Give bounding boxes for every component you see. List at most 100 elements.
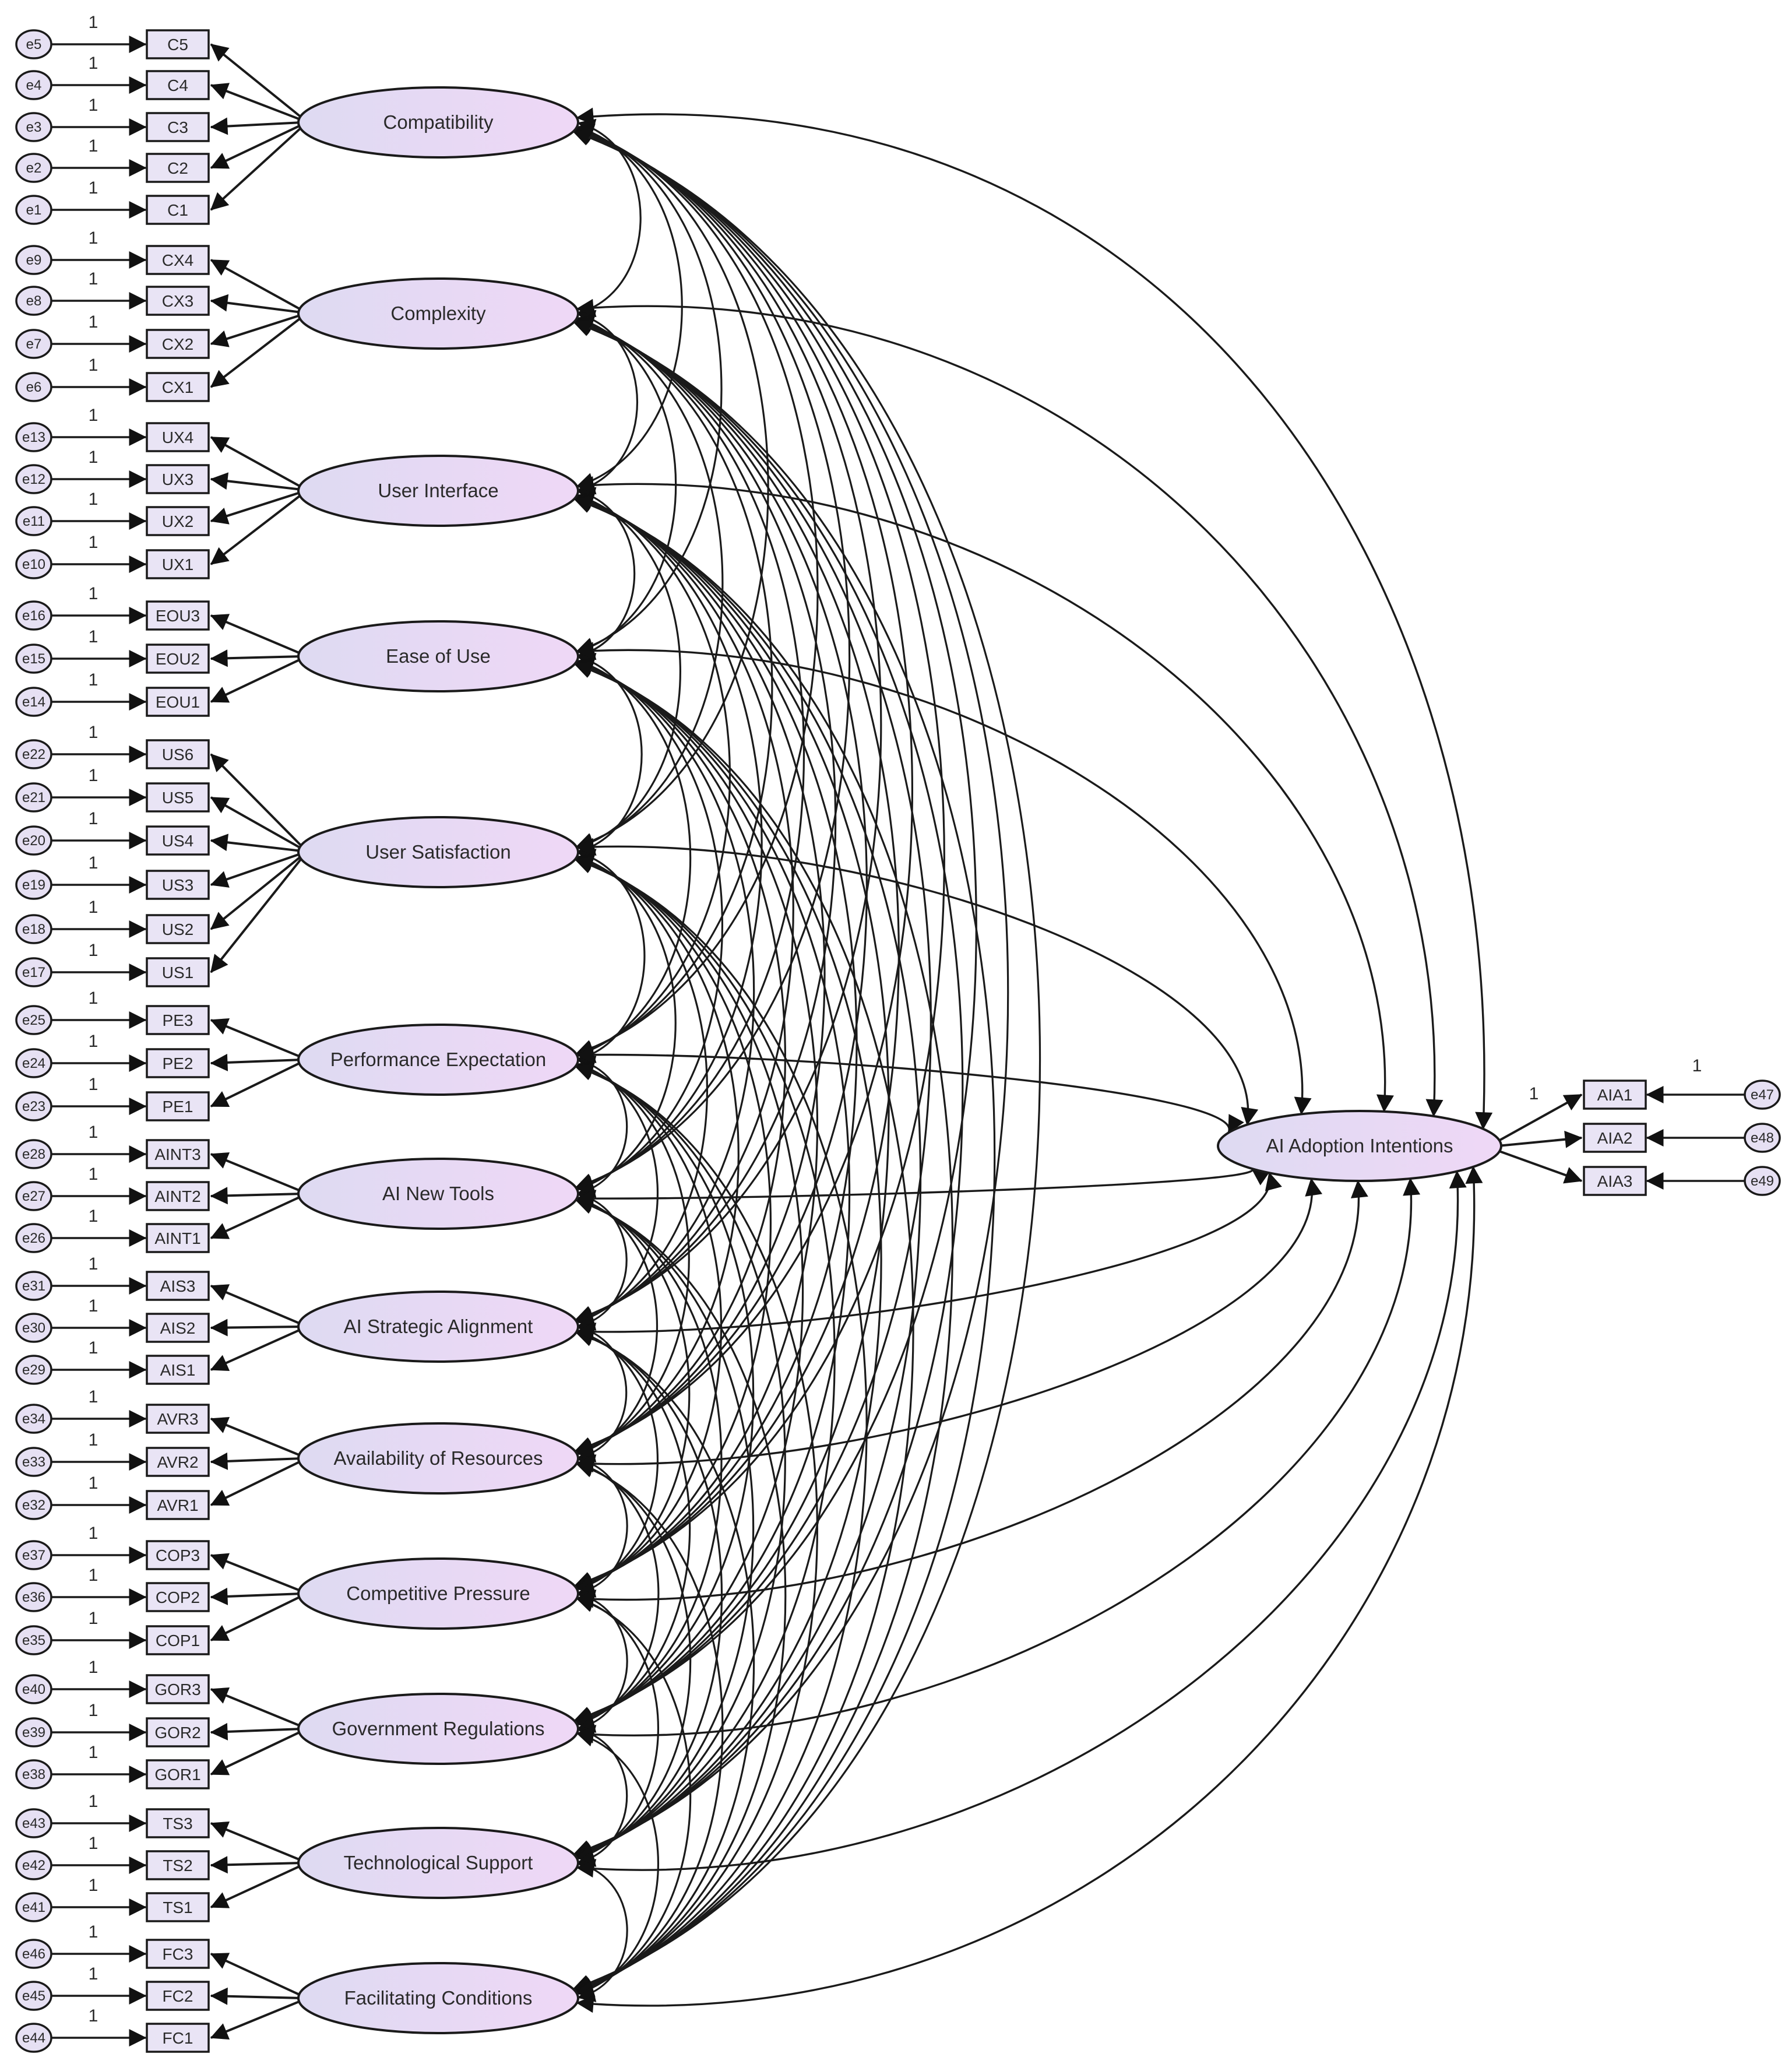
loading-arrow-gor2	[210, 1722, 302, 1740]
error-ellipse-e41	[15, 1892, 52, 1922]
indicator-label-us5: US5	[162, 789, 193, 807]
indicator-box-ts1	[146, 1892, 210, 1922]
indicator-label-aia2: AIA2	[1597, 1129, 1633, 1147]
fixed-loading-label: 1	[89, 1524, 98, 1543]
indicator-label-cop2: COP2	[156, 1588, 200, 1606]
indicator-box-ux1	[146, 549, 210, 579]
error-label-e47: e47	[1751, 1087, 1774, 1103]
correlation-arc-compatibility-ai-strategic-alignment	[575, 126, 882, 1323]
measurement-model: C5e51C4e41C3e31C2e21C1e11CompatibilityCX…	[15, 13, 1781, 2053]
loading-arrow-c4	[210, 83, 302, 121]
fixed-loading-label: 1	[89, 1743, 98, 1762]
error-label-e43: e43	[22, 1816, 45, 1831]
indicator-label-c4: C4	[167, 76, 188, 94]
fixed-loading-label: 1	[89, 1254, 98, 1274]
error-ellipse-e28	[15, 1139, 52, 1169]
latent-ellipse-government-regulations	[297, 1693, 579, 1765]
error-label-e39: e39	[22, 1725, 45, 1740]
loading-arrow-aia2	[1497, 1130, 1583, 1148]
latent-label-ease-of-use: Ease of Use	[386, 645, 491, 667]
indicator-label-ais1: AIS1	[160, 1361, 196, 1379]
loading-arrow-eou3	[210, 614, 302, 655]
error-ellipse-e40	[15, 1674, 52, 1704]
indicator-label-gor3: GOR3	[154, 1680, 200, 1699]
latent-ellipse-facilitating-conditions	[297, 1962, 579, 2034]
fixed-loading-label: 1	[89, 178, 98, 198]
error-label-e19: e19	[22, 877, 45, 893]
error-ellipse-e13	[15, 422, 52, 452]
loading-arrow-pe3	[210, 1018, 302, 1059]
error-label-e49: e49	[1751, 1173, 1774, 1189]
latent-ellipse-ease-of-use	[297, 620, 579, 692]
fixed-loading-label: 1	[89, 1296, 98, 1316]
indicator-box-ts3	[146, 1808, 210, 1838]
error-ellipse-e34	[15, 1404, 52, 1434]
fixed-loading-label: 1	[89, 312, 98, 332]
latent-ellipse-performance-expectation	[297, 1024, 579, 1096]
loading-arrow-aint1	[210, 1195, 302, 1239]
indicator-label-avr3: AVR3	[157, 1410, 198, 1428]
indicator-box-us2	[146, 914, 210, 944]
correlation-arc-user-interface-ease-of-use	[577, 487, 636, 660]
fixed-loading-label: 1	[89, 448, 98, 467]
indicator-label-cx4: CX4	[162, 251, 193, 269]
indicator-box-cx1	[146, 372, 210, 402]
loading-arrow-c1	[210, 126, 303, 211]
indicator-label-cx3: CX3	[162, 292, 193, 310]
fixed-loading-label: 1	[89, 584, 98, 603]
path-government-regulations-to-outcome	[576, 1177, 1421, 1743]
error-ellipse-e7	[15, 329, 52, 359]
fixed-loading-label: 1	[89, 1658, 98, 1677]
correlation-arc-competitive-pressure-government-regulations	[577, 1590, 628, 1733]
regression-paths	[576, 107, 1493, 2013]
path-technological-support-to-outcome	[576, 1170, 1467, 1878]
error-ellipse-e36	[15, 1582, 52, 1612]
indicator-label-pe2: PE2	[163, 1054, 193, 1073]
fixed-loading-label: 1	[89, 941, 98, 960]
fixed-loading-label: 1	[1692, 1056, 1702, 1075]
error-ellipse-e48	[1744, 1123, 1781, 1153]
fixed-loading-label: 1	[89, 1123, 98, 1142]
indicator-box-c5	[146, 29, 210, 59]
error-ellipse-e11	[15, 506, 52, 536]
error-ellipse-e37	[15, 1540, 52, 1570]
fixed-loading-label: 1	[89, 228, 98, 248]
indicator-label-us3: US3	[162, 876, 193, 894]
latent-ellipse-competitive-pressure	[297, 1557, 579, 1630]
error-label-e10: e10	[22, 557, 45, 572]
error-label-e15: e15	[22, 651, 45, 667]
indicator-label-ux2: UX2	[162, 512, 193, 530]
indicator-label-c3: C3	[167, 118, 188, 136]
indicator-box-pe3	[146, 1005, 210, 1035]
indicator-label-cop3: COP3	[156, 1546, 200, 1564]
loading-arrow-us6	[210, 753, 303, 848]
indicator-label-eou1: EOU1	[156, 693, 200, 711]
correlation-arc-user-satisfaction-competitive-pressure	[575, 855, 772, 1591]
indicator-box-c3	[146, 112, 210, 142]
error-ellipse-e9	[15, 245, 52, 275]
path-performance-expectation-to-outcome	[576, 1046, 1244, 1134]
correlation-arc-user-interface-facilitating-conditions	[573, 496, 954, 1993]
indicator-box-pe2	[146, 1048, 210, 1078]
indicator-box-aia3	[1583, 1166, 1647, 1196]
loading-arrow-us5	[210, 796, 302, 850]
correlation-arc-user-satisfaction-performance-expectation	[577, 849, 646, 1063]
fixed-loading-label: 1	[89, 13, 98, 32]
error-label-e17: e17	[22, 965, 45, 980]
error-ellipse-e31	[15, 1271, 52, 1301]
error-label-e36: e36	[22, 1590, 45, 1605]
indicator-box-cop2	[146, 1582, 210, 1612]
indicator-box-aia2	[1583, 1123, 1647, 1153]
indicator-box-cop3	[146, 1540, 210, 1570]
loading-arrow-avr1	[210, 1460, 302, 1506]
indicator-label-aia3: AIA3	[1597, 1172, 1633, 1190]
indicator-label-fc2: FC2	[163, 1987, 193, 2005]
error-ellipse-e14	[15, 687, 52, 717]
indicator-label-aint1: AINT1	[154, 1229, 200, 1247]
error-label-e46: e46	[22, 1946, 45, 1962]
indicator-box-ais3	[146, 1271, 210, 1301]
error-ellipse-e21	[15, 782, 52, 813]
correlation-arc-availability-of-resources-competitive-pressure	[577, 1454, 628, 1598]
loading-arrow-c5	[210, 43, 303, 119]
loading-arrow-ts3	[210, 1821, 302, 1862]
